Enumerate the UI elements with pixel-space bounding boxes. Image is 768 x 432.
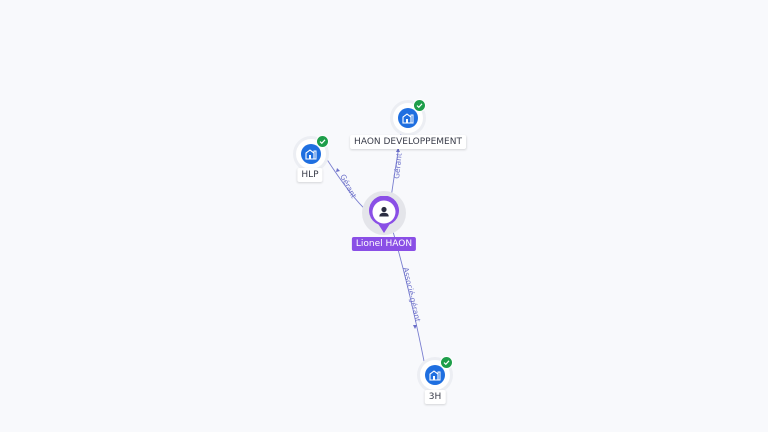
verified-check-icon — [413, 99, 426, 112]
person-icon — [379, 206, 389, 217]
person-node[interactable] — [368, 195, 400, 234]
person-pin-marker — [369, 195, 399, 233]
person-label[interactable]: Lionel HAON — [351, 237, 417, 251]
edge-label-3h: Associé-gérant — [401, 266, 422, 322]
company-label-3h[interactable]: 3H — [424, 390, 446, 404]
building-icon — [429, 370, 441, 381]
company-node-haon-developpement[interactable] — [393, 99, 426, 133]
verified-check-icon — [316, 135, 329, 148]
building-icon — [305, 149, 317, 160]
company-node-3h[interactable] — [420, 356, 453, 390]
company-label-hlp[interactable]: HLP — [297, 168, 323, 182]
building-icon — [402, 113, 414, 124]
edge-label-haon-developpement: Gérant — [392, 153, 404, 180]
company-node-hlp[interactable] — [296, 135, 329, 169]
edge-label-hlp: Gérant — [338, 173, 358, 200]
edge-arrow-haon-developpement — [396, 148, 400, 152]
company-icon-3h — [425, 365, 445, 385]
company-icon-hlp — [301, 144, 321, 164]
company-icon-haon-developpement — [398, 108, 418, 128]
edge-arrow-hlp — [336, 168, 340, 172]
company-label-haon-developpement[interactable]: HAON DEVELOPPEMENT — [350, 135, 466, 149]
verified-check-icon — [440, 356, 453, 369]
edge-arrow-3h — [413, 325, 417, 329]
